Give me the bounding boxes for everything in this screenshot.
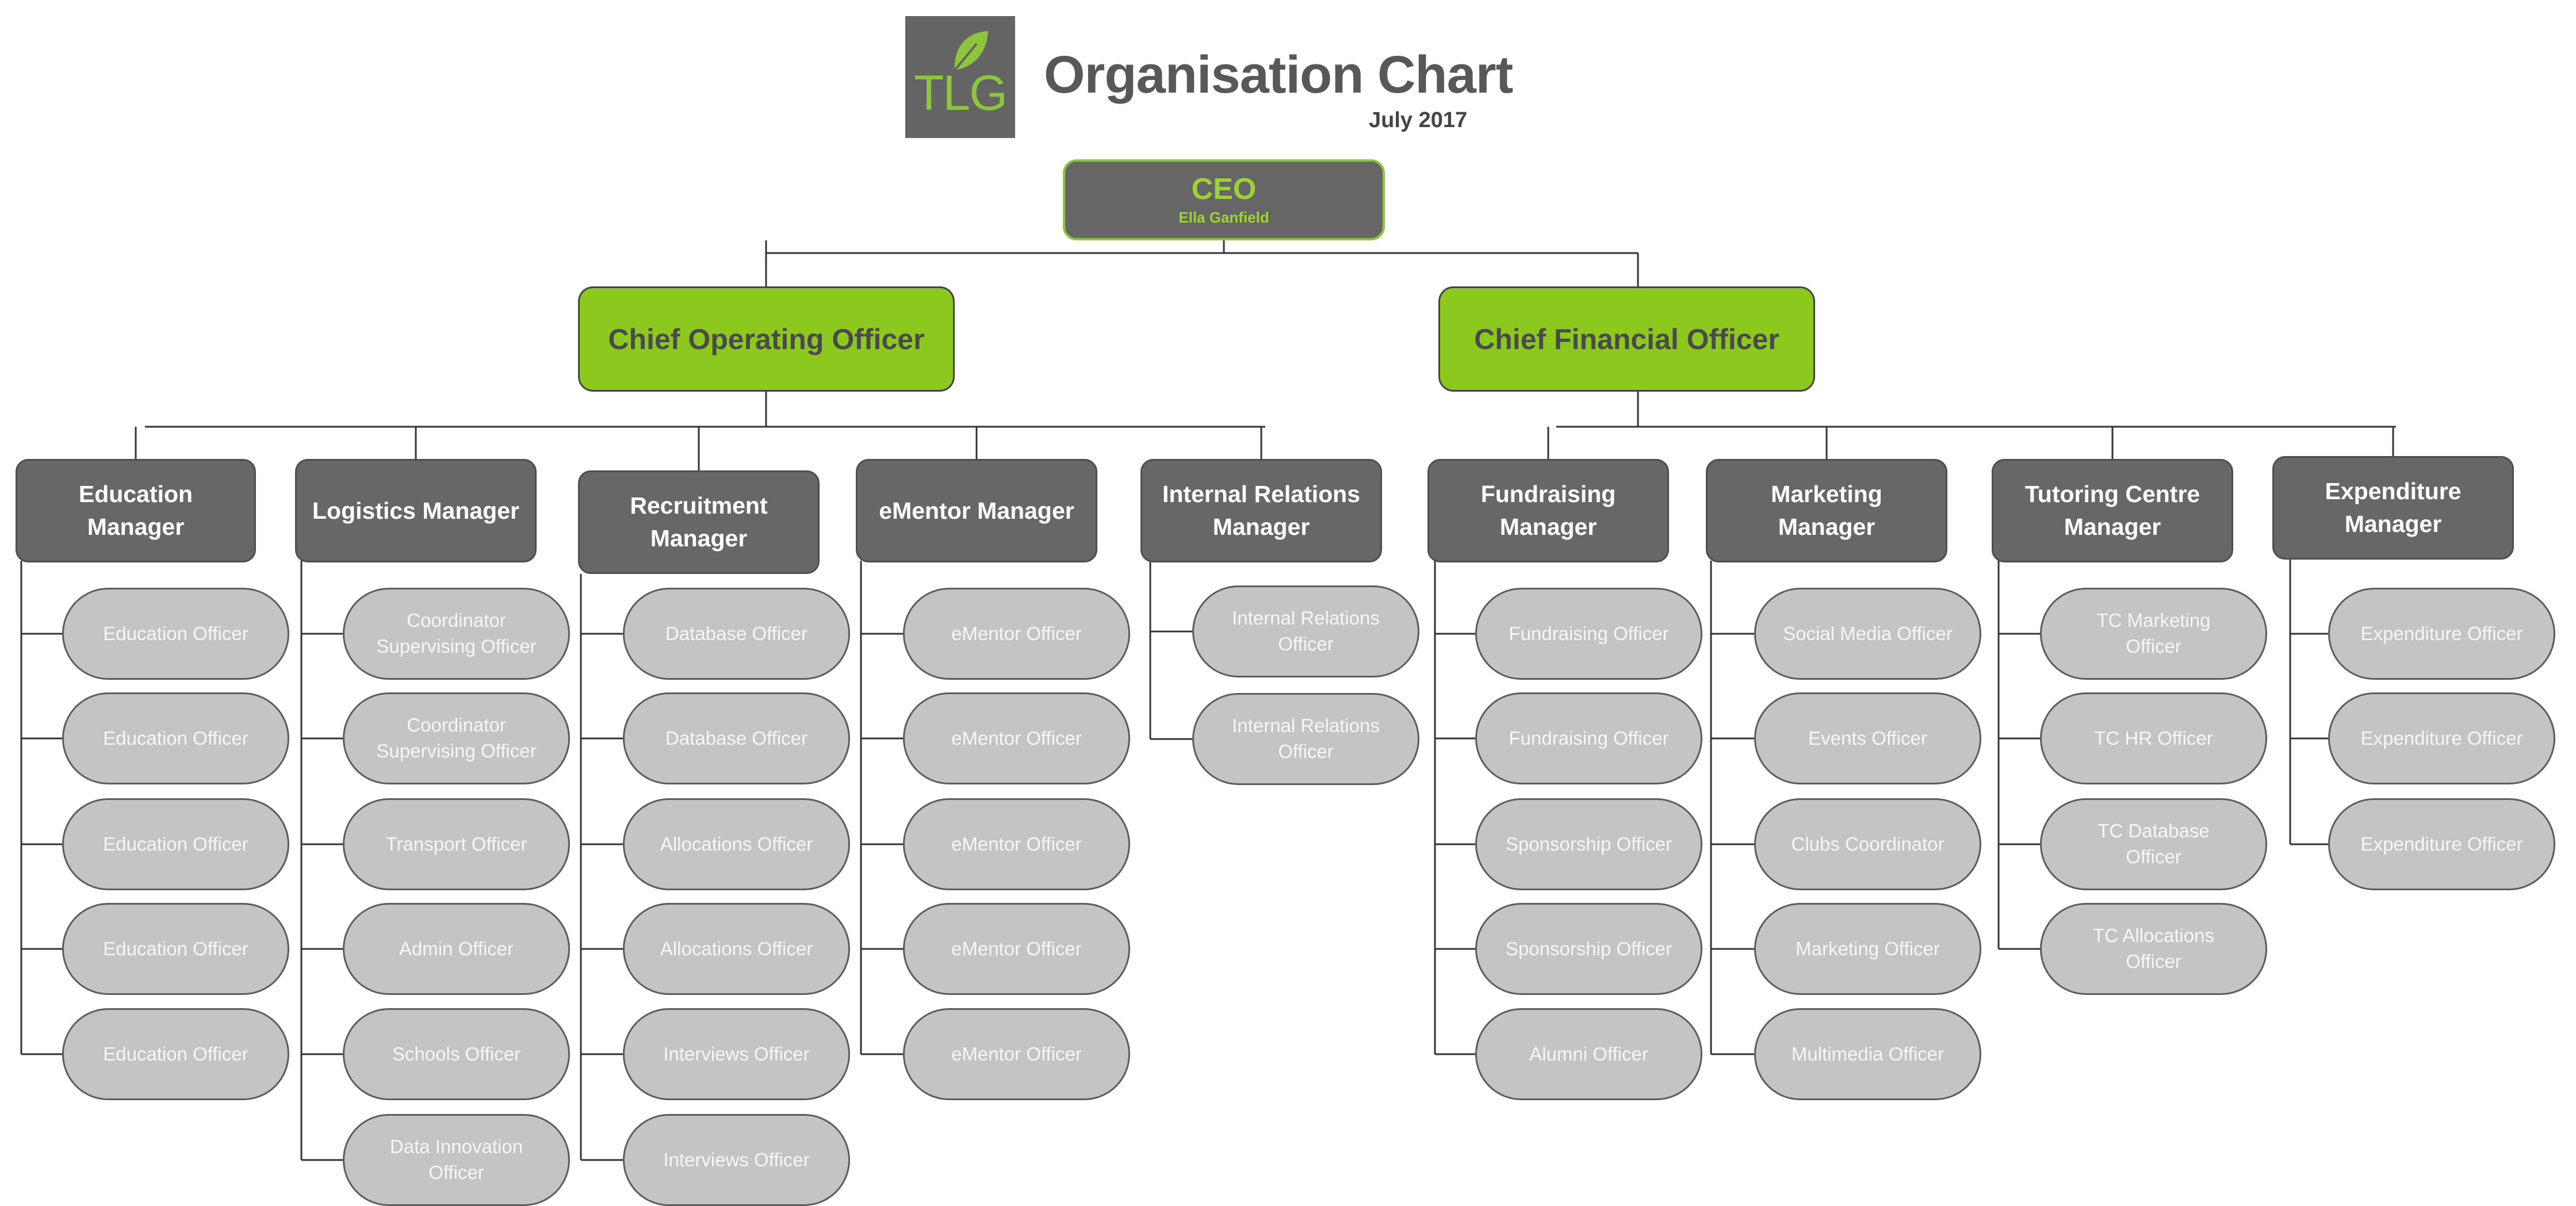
leaf-icon — [954, 31, 988, 71]
officer-box: Expenditure Officer — [2328, 692, 2555, 784]
officer-box: Education Officer — [62, 588, 289, 680]
officer-box: Marketing Officer — [1754, 903, 1981, 995]
officer-box: Transport Officer — [343, 798, 570, 890]
officer-box: TC Marketing Officer — [2040, 588, 2267, 680]
officer-box: Education Officer — [62, 903, 289, 995]
officer-box: Fundraising Officer — [1475, 692, 1702, 784]
officer-box: Database Officer — [623, 588, 850, 680]
officer-box: Expenditure Officer — [2328, 588, 2555, 680]
officer-box: eMentor Officer — [903, 588, 1130, 680]
officer-box: Database Officer — [623, 692, 850, 784]
manager-box: Recruitment Manager — [578, 470, 820, 574]
officer-box: Education Officer — [62, 1008, 289, 1100]
chart-date: July 2017 — [1369, 108, 1468, 132]
tlg-logo: TLG — [905, 16, 1015, 138]
officer-box: Alumni Officer — [1475, 1008, 1702, 1100]
officer-box: Allocations Officer — [623, 798, 850, 890]
officer-box: Sponsorship Officer — [1475, 903, 1702, 995]
officer-box: Events Officer — [1754, 692, 1981, 784]
officer-box: TC Allocations Officer — [2040, 903, 2267, 995]
officer-box: Expenditure Officer — [2328, 798, 2555, 890]
officer-box: eMentor Officer — [903, 798, 1130, 890]
officer-box: Education Officer — [62, 692, 289, 784]
manager-box: Tutoring Centre Manager — [1992, 459, 2233, 562]
officer-box: Coordinator Supervising Officer — [343, 588, 570, 680]
manager-box: Marketing Manager — [1706, 459, 1947, 562]
cfo-box: Chief Financial Officer — [1438, 286, 1815, 392]
officer-box: Internal Relations Officer — [1192, 693, 1419, 785]
officer-box: Education Officer — [62, 798, 289, 890]
manager-box: Logistics Manager — [295, 459, 537, 562]
officer-box: Social Media Officer — [1754, 588, 1981, 680]
officer-box: eMentor Officer — [903, 903, 1130, 995]
officer-box: Interviews Officer — [623, 1114, 850, 1206]
coo-box: Chief Operating Officer — [578, 286, 955, 392]
officer-box: eMentor Officer — [903, 1008, 1130, 1100]
officer-box: Fundraising Officer — [1475, 588, 1702, 680]
officer-box: TC HR Officer — [2040, 692, 2267, 784]
manager-box: Education Manager — [16, 459, 256, 562]
manager-box: Fundraising Manager — [1427, 459, 1669, 562]
logo-text: TLG — [913, 66, 1008, 121]
officer-box: Clubs Coordinator — [1754, 798, 1981, 890]
officer-box: eMentor Officer — [903, 692, 1130, 784]
officer-box: Interviews Officer — [623, 1008, 850, 1100]
officer-box: Multimedia Officer — [1754, 1008, 1981, 1100]
officer-box: Admin Officer — [343, 903, 570, 995]
manager-box: Internal Relations Manager — [1140, 459, 1382, 562]
officer-box: Coordinator Supervising Officer — [343, 692, 570, 784]
page-title: Organisation Chart — [1044, 45, 1513, 104]
ceo-box: CEO Ella Ganfield — [1063, 159, 1385, 240]
ceo-title: CEO — [1191, 173, 1257, 206]
officer-box: Allocations Officer — [623, 903, 850, 995]
officer-box: Schools Officer — [343, 1008, 570, 1100]
manager-box: eMentor Manager — [856, 459, 1097, 562]
officer-box: Data Innovation Officer — [343, 1114, 570, 1206]
officer-box: TC Database Officer — [2040, 798, 2267, 890]
manager-box: Expenditure Manager — [2272, 456, 2514, 560]
officer-box: Internal Relations Officer — [1192, 585, 1419, 677]
ceo-name: Ella Ganfield — [1178, 208, 1269, 226]
officer-box: Sponsorship Officer — [1475, 798, 1702, 890]
